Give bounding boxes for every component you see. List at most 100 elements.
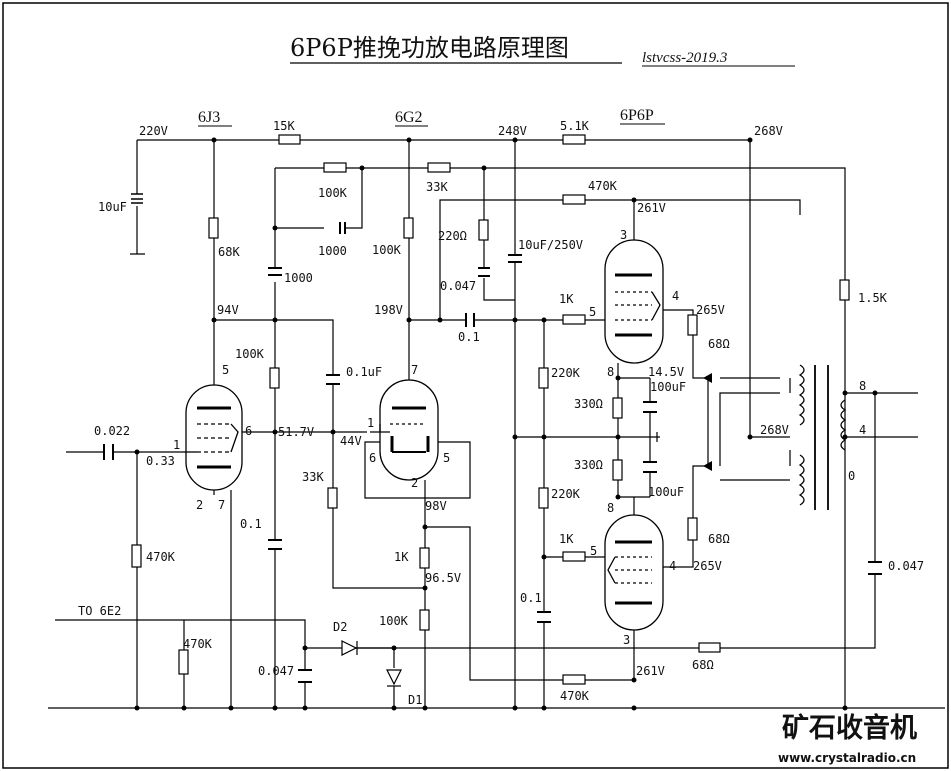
- label-470k-bottom: 470K: [560, 689, 590, 703]
- capacitor-1000: [268, 267, 282, 276]
- resistor-33k-b: [327, 487, 338, 509]
- voltage-198v: 198V: [374, 303, 403, 317]
- label-5k1: 5.1K: [560, 119, 590, 133]
- pin-6j3-5: 5: [222, 363, 229, 377]
- label-100k-cathode: 100K: [379, 614, 409, 628]
- diode-d2: [341, 640, 358, 656]
- capacitor-0047-a: [478, 267, 490, 277]
- voltage-96-5v: 96.5V: [425, 571, 461, 585]
- resistor-330ohm-b: [612, 459, 623, 481]
- voltage-268v-transformer: 268V: [760, 423, 789, 437]
- resistor-100k-feedback: [323, 162, 347, 173]
- voltage-220v: 220V: [139, 124, 168, 138]
- pin-6p6p-bottom-5: 5: [590, 544, 597, 558]
- pin-6j3-1: 1: [173, 438, 180, 452]
- capacitor-10uf: [131, 193, 143, 204]
- voltage-14-5v: 14.5V: [648, 365, 684, 379]
- tube-6j3: [184, 384, 243, 491]
- label-100k-a: 100K: [235, 347, 265, 361]
- label-01-a: 0.1: [240, 517, 262, 531]
- resistor-220k-2: [538, 487, 549, 509]
- label-0047-out: 0.047: [888, 559, 924, 573]
- resistor-470k-bottom: [562, 674, 586, 685]
- resistor-100k-v2: [403, 217, 414, 239]
- label-100uf-b: 100uF: [648, 485, 684, 499]
- pin-output-4: 4: [859, 423, 866, 437]
- junction-dots: [134, 137, 878, 711]
- label-100uf-a: 100uF: [650, 380, 686, 394]
- resistor-68ohm-a: [687, 314, 698, 336]
- resistor-68ohm-out: [698, 642, 721, 653]
- label-033: 0.33: [146, 454, 175, 468]
- label-to-6e2: TO 6E2: [78, 604, 121, 618]
- capacitor-100uf-a: [643, 401, 657, 413]
- resistor-68ohm-b: [687, 517, 698, 541]
- output-transformer: [798, 364, 847, 510]
- diagram-title: 6P6P推挽功放电路原理图: [290, 34, 569, 62]
- capacitor-01-a: [268, 539, 282, 550]
- label-15k: 15K: [273, 119, 295, 133]
- resistor-330ohm-a: [612, 397, 623, 419]
- label-470k-top: 470K: [588, 179, 618, 193]
- resistor-470k-input: [131, 544, 142, 568]
- voltage-261v-top: 261V: [637, 201, 666, 215]
- label-68ohm-a: 68Ω: [708, 337, 730, 351]
- label-d2: D2: [333, 620, 347, 634]
- label-01-coupling: 0.1: [458, 330, 480, 344]
- resistor-100k-a: [269, 367, 280, 389]
- capacitor-coupling: [465, 313, 475, 327]
- capacitor-100uf-b: [643, 461, 657, 473]
- watermark-brand: 矿石收音机: [782, 712, 917, 744]
- label-1k-grid-bottom: 1K: [559, 532, 574, 546]
- resistor-470k-top: [562, 194, 586, 205]
- resistor-15k: [278, 134, 301, 145]
- diode-d1: [386, 669, 402, 686]
- label-1k-grid-top: 1K: [559, 292, 574, 306]
- capacitor-0047-b: [298, 669, 312, 683]
- resistor-1k-grid-bottom: [562, 551, 586, 562]
- pin-output-0: 0: [848, 469, 855, 483]
- label-0047-b: 0.047: [258, 664, 294, 678]
- resistor-470k-eye: [178, 649, 189, 675]
- label-100k-feedback: 100K: [318, 186, 348, 200]
- tube-6p6p-bottom: [604, 514, 664, 631]
- pin-6g2-7: 7: [411, 363, 418, 377]
- label-0022: 0.022: [94, 424, 130, 438]
- pin-6j3-2: 2: [196, 498, 203, 512]
- capacitor-01-c: [537, 611, 551, 623]
- tube-name-6p6p: 6P6P: [620, 107, 654, 124]
- capacitors: [103, 193, 882, 683]
- resistor-33k-top: [427, 162, 451, 173]
- label-68k: 68K: [218, 245, 240, 259]
- voltage-94v: 94V: [217, 303, 239, 317]
- label-470k-input: 470K: [146, 550, 176, 564]
- voltage-51-7v: 51.7V: [278, 425, 314, 439]
- watermark-url: www.crystalradio.cn: [778, 751, 916, 765]
- diodes: [341, 640, 402, 687]
- label-1000-feedback: 1000: [318, 244, 347, 258]
- label-68ohm-b: 68Ω: [708, 532, 730, 546]
- author-tag: lstvcss-2019.3: [642, 50, 727, 66]
- capacitor-0022: [103, 444, 114, 460]
- tube-name-6g2: 6G2: [395, 109, 423, 126]
- resistor-5k1: [562, 134, 586, 145]
- capacitor-10uf-250v: [508, 254, 522, 263]
- voltage-265v-top: 265V: [696, 303, 725, 317]
- pin-6p6p-top-4: 4: [672, 289, 679, 303]
- label-1000: 1000: [284, 271, 313, 285]
- label-0047-a: 0.047: [440, 279, 476, 293]
- pin-6g2-1: 1: [367, 416, 374, 430]
- capacitor-01uf: [326, 374, 340, 385]
- voltage-261v-bottom: 261V: [636, 664, 665, 678]
- label-330ohm-a: 330Ω: [574, 397, 603, 411]
- voltage-98v: 98V: [425, 499, 447, 513]
- label-1k5: 1.5K: [858, 291, 888, 305]
- resistor-100k-cathode: [419, 609, 430, 631]
- resistor-220k-1: [538, 367, 549, 389]
- feedback-arrows: [703, 373, 712, 471]
- tube-6p6p-top: [604, 239, 664, 364]
- label-470k-eye: 470K: [183, 637, 213, 651]
- pin-output-8: 8: [859, 379, 866, 393]
